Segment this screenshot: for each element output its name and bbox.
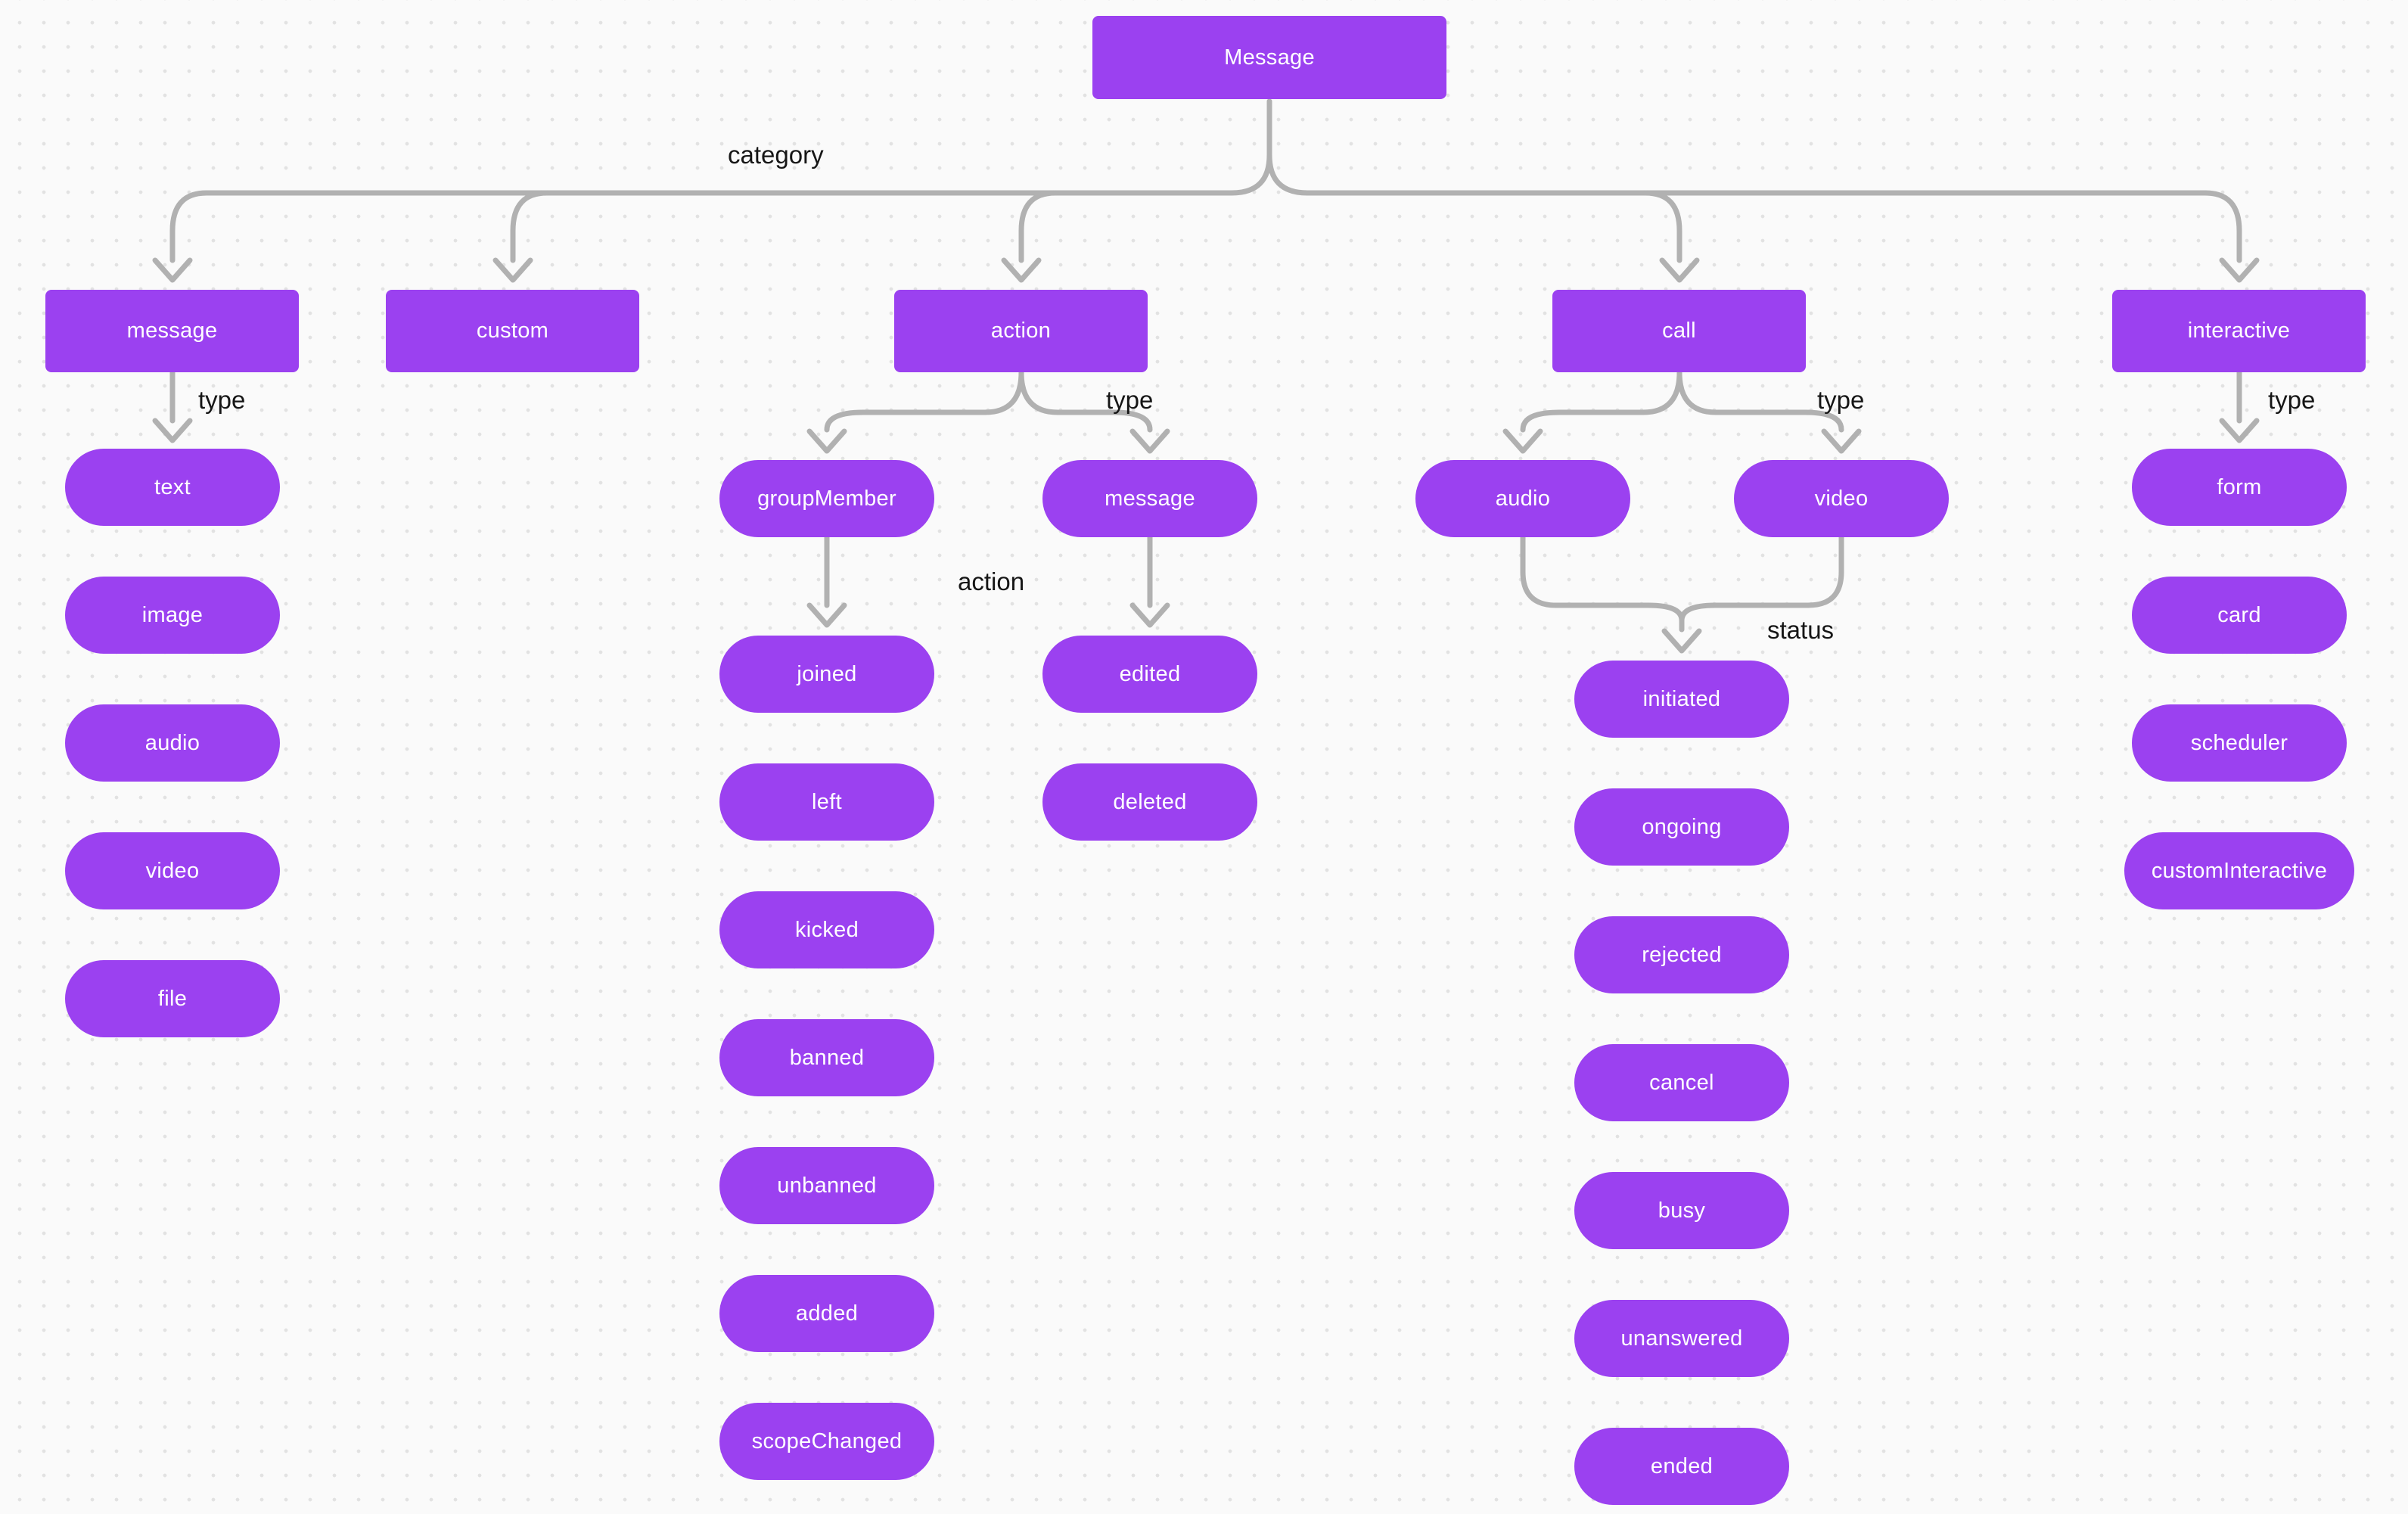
connector-video-to-status-merge (1679, 534, 1844, 623)
connector-action-to-message-type (1018, 369, 1170, 454)
call-status-node-cancel: cancel (1574, 1044, 1789, 1121)
group-action-node-added: added (719, 1275, 934, 1352)
call-status-node-ended: ended (1574, 1428, 1789, 1505)
connector-messagetype-to-edited (1129, 534, 1170, 628)
group-action-node-kicked: kicked (719, 891, 934, 968)
call-status-node-rejected: rejected (1574, 916, 1789, 993)
category-node-custom: custom (386, 290, 639, 372)
type-node-text: text (65, 449, 280, 526)
category-node-call: call (1552, 290, 1806, 372)
call-type-node-video: video (1734, 460, 1949, 537)
interactive-type-node-card: card (2132, 577, 2347, 654)
action-type-node-message: message (1042, 460, 1257, 537)
group-action-node-joined: joined (719, 636, 934, 713)
category-node-message: message (45, 290, 299, 372)
type-node-file: file (65, 960, 280, 1037)
edge-label-type-call: type (1817, 386, 1865, 414)
connector-merge-to-initiated (1661, 617, 1702, 654)
interactive-type-node-scheduler: scheduler (2132, 704, 2347, 782)
message-action-node-edited: edited (1042, 636, 1257, 713)
connector-trunk-to-call (1642, 190, 1700, 283)
connector-trunk-to-action (1001, 190, 1058, 283)
action-type-node-groupmember: groupMember (719, 460, 934, 537)
group-action-node-unbanned: unbanned (719, 1147, 934, 1224)
connector-root-to-interactive (1266, 98, 2260, 283)
call-type-node-audio: audio (1415, 460, 1630, 537)
edge-label-type-interactive: type (2268, 386, 2316, 414)
edge-label-status: status (1767, 616, 1835, 644)
connector-message-to-text (152, 369, 193, 443)
type-node-audio: audio (65, 704, 280, 782)
root-node-message: Message (1092, 16, 1446, 99)
connector-call-to-video (1676, 369, 1862, 454)
edge-label-type-action: type (1106, 386, 1154, 414)
interactive-type-node-custominteractive: customInteractive (2124, 832, 2354, 909)
call-status-node-ongoing: ongoing (1574, 788, 1789, 866)
edge-label-type-message: type (198, 386, 246, 414)
edge-label-category: category (728, 141, 824, 169)
call-status-node-busy: busy (1574, 1172, 1789, 1249)
type-node-image: image (65, 577, 280, 654)
edge-label-action: action (958, 567, 1025, 595)
connector-groupmember-to-joined (806, 534, 847, 628)
category-node-action: action (894, 290, 1148, 372)
group-action-node-banned: banned (719, 1019, 934, 1096)
connector-root-to-message (152, 98, 1272, 283)
category-node-interactive: interactive (2112, 290, 2366, 372)
group-action-node-scopechanged: scopeChanged (719, 1403, 934, 1480)
connector-action-to-groupmember (806, 369, 1024, 454)
connector-trunk-to-custom (492, 190, 550, 283)
connector-interactive-to-form (2219, 369, 2260, 443)
message-action-node-deleted: deleted (1042, 763, 1257, 841)
call-status-node-initiated: initiated (1574, 661, 1789, 738)
connector-audio-to-status-merge (1520, 534, 1685, 623)
interactive-type-node-form: form (2132, 449, 2347, 526)
type-node-video: video (65, 832, 280, 909)
connector-call-to-audio (1502, 369, 1682, 454)
group-action-node-left: left (719, 763, 934, 841)
call-status-node-unanswered: unanswered (1574, 1300, 1789, 1377)
